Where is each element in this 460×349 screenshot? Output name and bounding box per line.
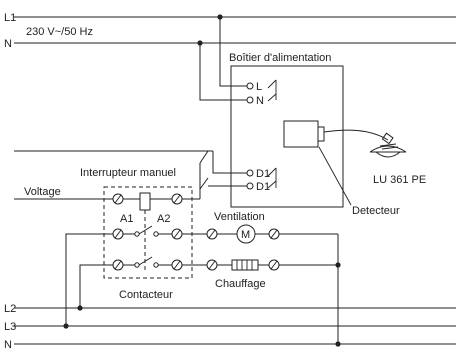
power-box-label: Boîtier d'alimentation bbox=[229, 52, 331, 64]
terminal-n-label: N bbox=[256, 95, 264, 107]
contactor-box bbox=[103, 186, 193, 279]
terminal-l-label: L bbox=[256, 81, 262, 93]
terminal-l-circle bbox=[246, 82, 254, 90]
heater-element-icon bbox=[231, 259, 259, 271]
supply-voltage-label: 230 V~/50 Hz bbox=[26, 26, 93, 38]
box-relay-contacts bbox=[267, 79, 277, 102]
heating-circuit bbox=[79, 256, 338, 308]
rail-label-l2: L2 bbox=[4, 303, 16, 315]
rail-label-l1: L1 bbox=[4, 12, 16, 24]
junction-l2 bbox=[77, 305, 83, 311]
terminal-n-circle bbox=[246, 96, 254, 104]
contactor-coil bbox=[139, 192, 151, 211]
junction-l3 bbox=[63, 323, 69, 329]
junction-l1 bbox=[217, 14, 223, 20]
detector-cable bbox=[323, 129, 389, 141]
terminal-d1-top-circle bbox=[246, 169, 254, 177]
detector-label: Detecteur bbox=[352, 205, 400, 217]
junction-n-top bbox=[197, 40, 203, 46]
detector-model-label: LU 361 PE bbox=[373, 174, 426, 186]
box-feed-wires bbox=[199, 17, 247, 101]
ventilation-motor-icon bbox=[236, 224, 256, 244]
voltage-label: Voltage bbox=[24, 186, 61, 198]
ventilation-label: Ventilation bbox=[214, 211, 265, 223]
contactor-label: Contacteur bbox=[119, 289, 173, 301]
detector-connector-plug bbox=[317, 126, 325, 142]
d1-relay-contacts bbox=[267, 167, 277, 189]
manual-switch bbox=[199, 150, 213, 199]
junction-heating-return bbox=[335, 262, 341, 268]
terminal-d1-bottom-circle bbox=[246, 182, 254, 190]
contactor-a1-label: A1 bbox=[120, 213, 133, 225]
contactor-a2-label: A2 bbox=[157, 213, 170, 225]
ventilation-circuit bbox=[65, 225, 339, 344]
motor-symbol-label: M bbox=[241, 229, 250, 241]
terminal-d1-bottom-label: D1 bbox=[256, 181, 270, 193]
coil-terminals bbox=[112, 193, 183, 205]
detector-head-icon bbox=[369, 132, 407, 158]
d1-feed-wires bbox=[14, 150, 247, 187]
rail-label-l3: L3 bbox=[4, 321, 16, 333]
ventilation-terminals bbox=[112, 228, 280, 240]
terminal-d1-top-label: D1 bbox=[256, 168, 270, 180]
detector-connector bbox=[283, 120, 319, 148]
junction-n-bottom bbox=[335, 341, 341, 347]
power-supply-box bbox=[230, 65, 344, 208]
heating-terminals bbox=[112, 259, 280, 271]
supply-rails bbox=[14, 16, 456, 345]
detector-leader-line bbox=[318, 146, 352, 206]
manual-switch-label: Interrupteur manuel bbox=[80, 167, 176, 179]
rail-label-n-top: N bbox=[4, 38, 12, 50]
heating-label: Chauffage bbox=[215, 278, 266, 290]
rail-label-n-bottom: N bbox=[4, 339, 12, 349]
